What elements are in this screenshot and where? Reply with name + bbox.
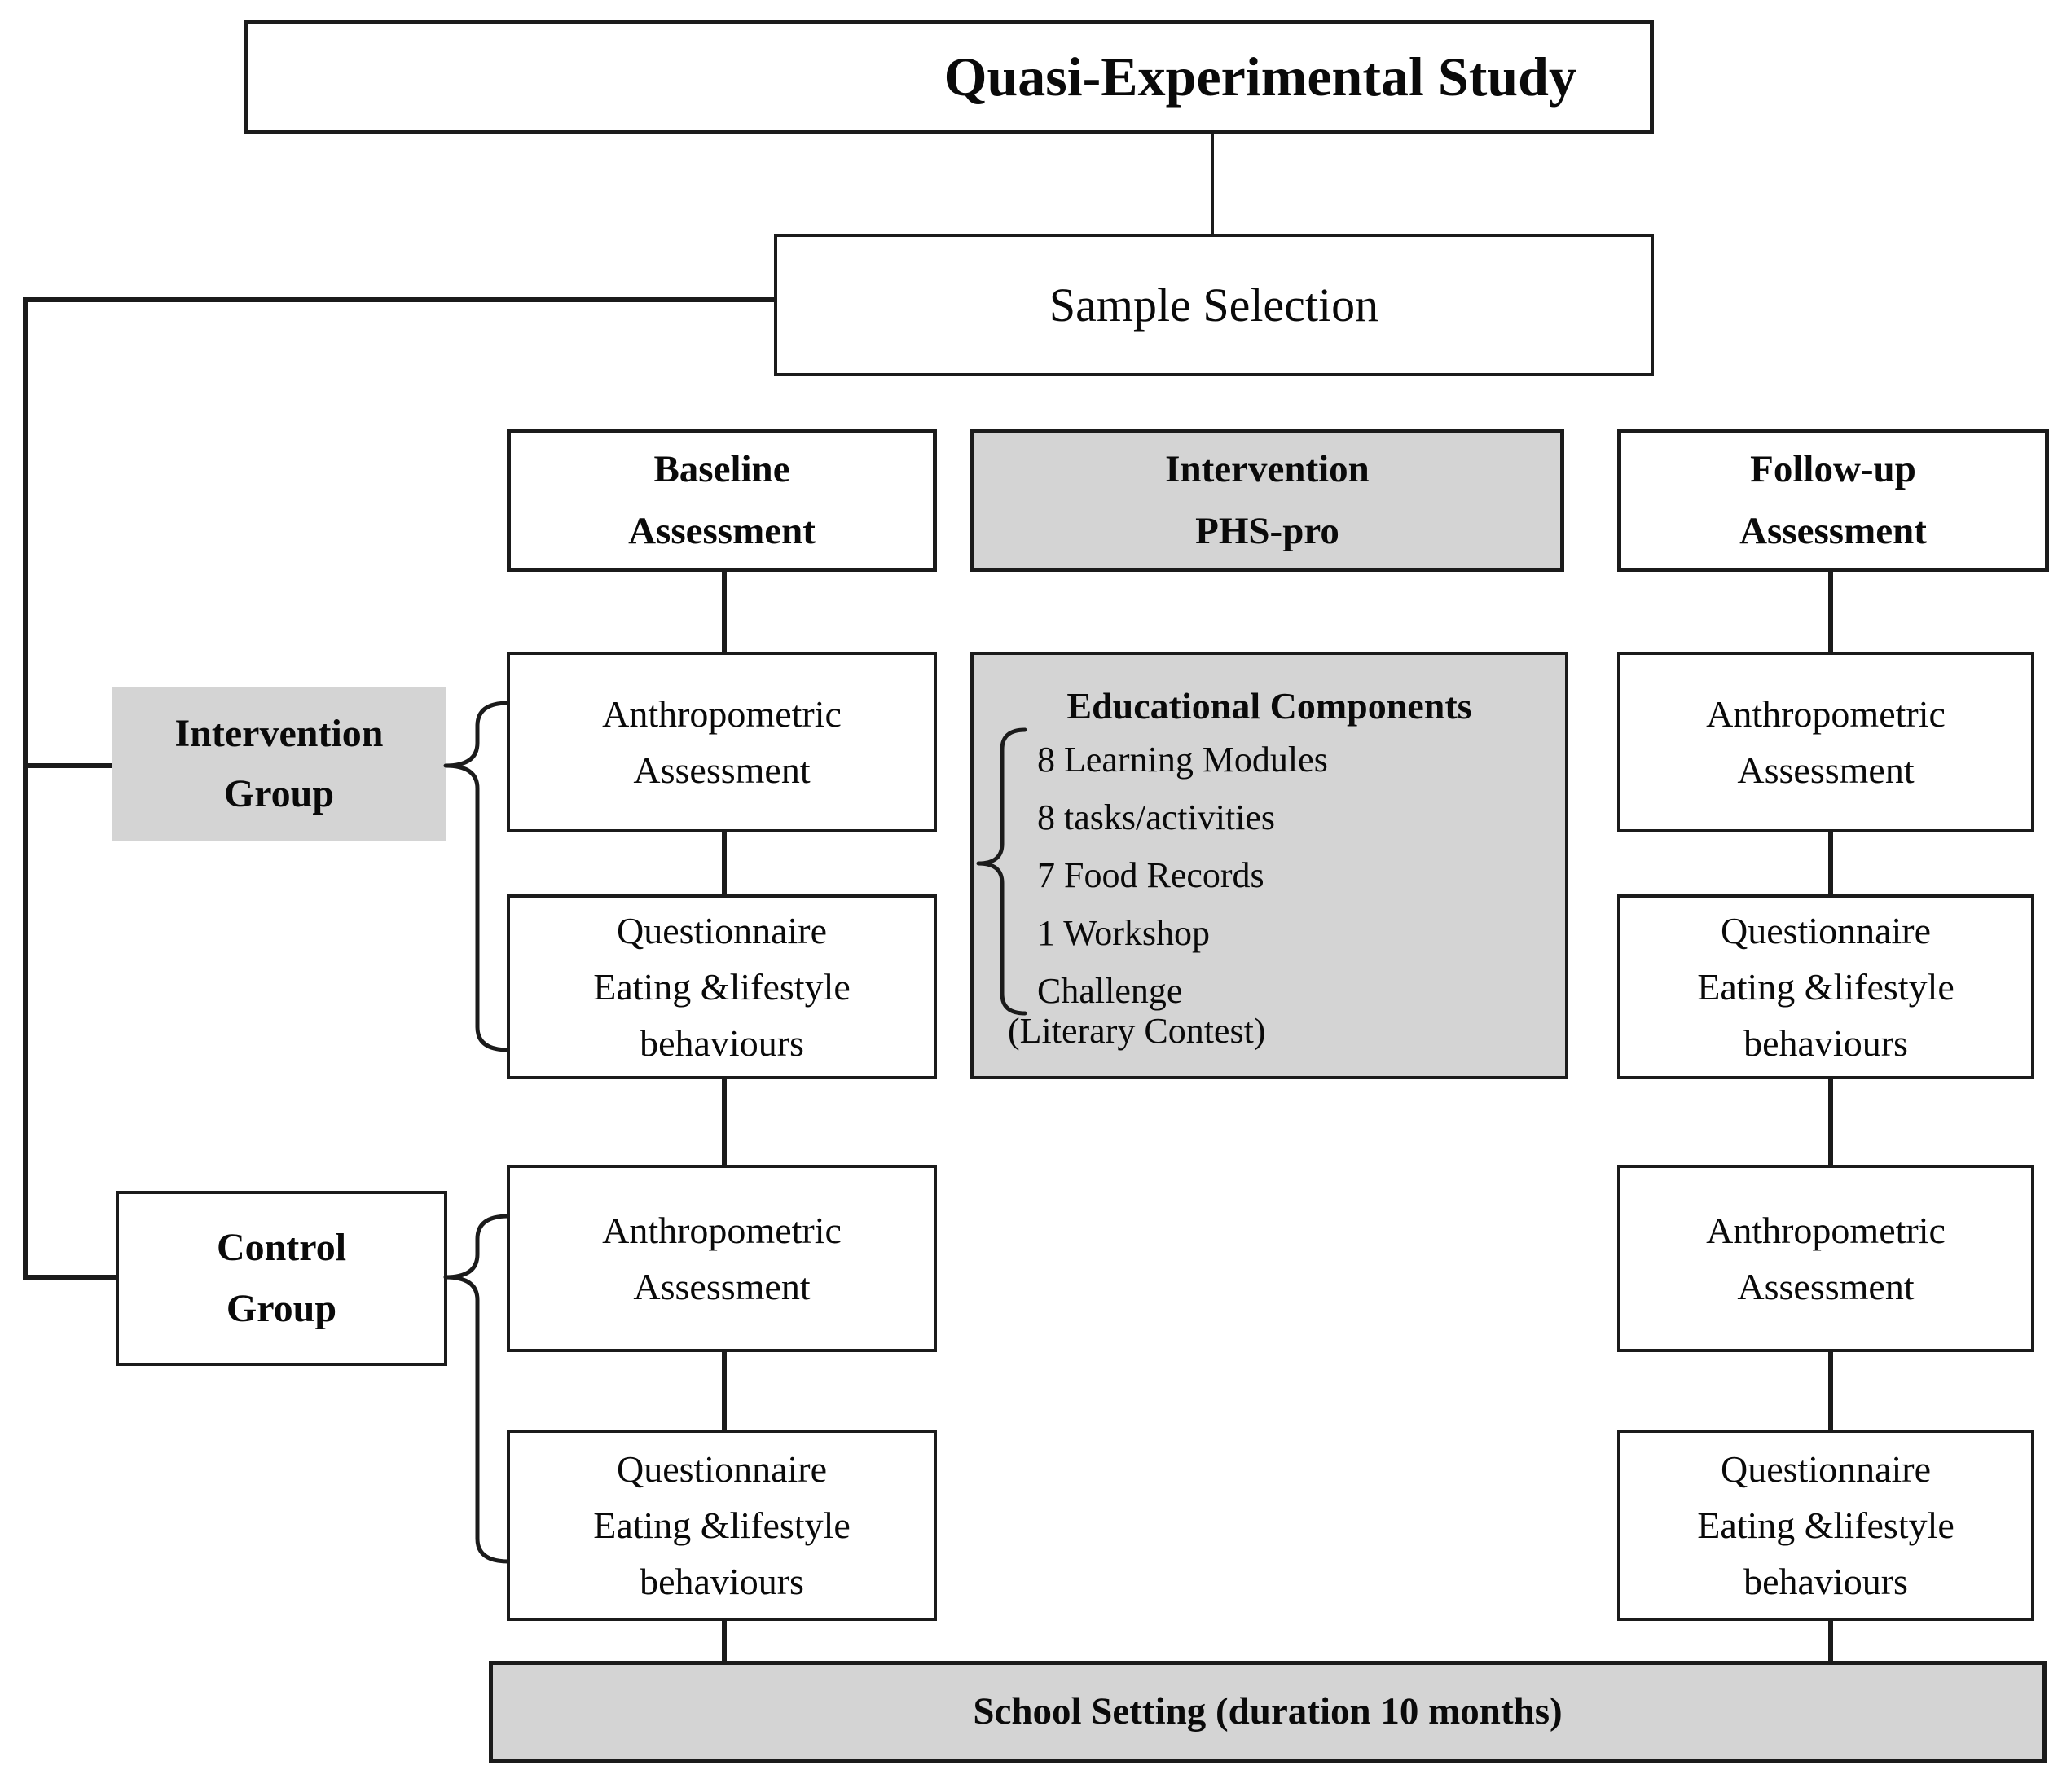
control-group-line2: Group	[226, 1286, 337, 1330]
quest-line1: Questionnaire	[616, 910, 828, 951]
connector-left-anthro1-to-quest1	[722, 832, 727, 896]
quest-line2: Eating &lifestyle	[593, 966, 851, 1008]
followup-header-line2: Assessment	[1739, 509, 1927, 552]
control-group-brace-icon	[443, 1214, 511, 1564]
baseline-assessment-header: Baseline Assessment	[507, 429, 937, 572]
anthro-line2: Assessment	[1737, 749, 1915, 791]
baseline-header-line2: Assessment	[628, 509, 816, 552]
baseline-anthropometric-box-control: Anthropometric Assessment	[507, 1165, 937, 1352]
control-group-line1: Control	[216, 1226, 347, 1270]
sample-selection-box: Sample Selection	[774, 234, 1654, 376]
baseline-anthropometric-box-intervention: Anthropometric Assessment	[507, 652, 937, 832]
connector-followup-header-to-anthro	[1828, 572, 1833, 653]
quest-line3: behaviours	[640, 1022, 804, 1064]
sample-selection-label: Sample Selection	[1049, 279, 1379, 332]
educational-item: 7 Food Records	[1037, 854, 1264, 895]
followup-anthropometric-box-control: Anthropometric Assessment	[1617, 1165, 2034, 1352]
educational-item: Challenge	[1037, 970, 1183, 1011]
quest-line2: Eating &lifestyle	[593, 1504, 851, 1546]
connector-right-anthro1-to-quest1	[1828, 832, 1833, 896]
intervention-group-line2: Group	[223, 772, 335, 815]
quest-line1: Questionnaire	[1720, 1448, 1932, 1490]
connector-rail-to-intervention-group	[23, 763, 114, 768]
connector-rail-to-control-group	[23, 1275, 119, 1280]
educational-items-brace-icon	[976, 727, 1027, 1016]
school-setting-bar: School Setting (duration 10 months)	[489, 1661, 2047, 1763]
control-group-box: Control Group	[116, 1191, 447, 1366]
educational-components-heading: Educational Components	[1066, 685, 1472, 727]
intervention-group-line1: Intervention	[174, 711, 384, 755]
follow-up-assessment-header: Follow-up Assessment	[1617, 429, 2049, 572]
followup-questionnaire-box-intervention: Questionnaire Eating &lifestyle behaviou…	[1617, 894, 2034, 1079]
quest-line3: behaviours	[1743, 1561, 1908, 1602]
followup-header-line1: Follow-up	[1750, 448, 1916, 491]
quest-line2: Eating &lifestyle	[1697, 966, 1954, 1008]
connector-baseline-header-to-anthro	[722, 572, 727, 653]
followup-questionnaire-box-control: Questionnaire Eating &lifestyle behaviou…	[1617, 1430, 2034, 1621]
educational-footnote: (Literary Contest)	[1008, 1011, 1266, 1051]
anthro-line1: Anthropometric	[1706, 1210, 1946, 1251]
intervention-group-brace-icon	[443, 701, 511, 1052]
connector-title-to-sample	[1211, 133, 1214, 235]
connector-left-quest1-to-anthro2	[722, 1079, 727, 1166]
followup-anthropometric-box-intervention: Anthropometric Assessment	[1617, 652, 2034, 832]
quest-line2: Eating &lifestyle	[1697, 1504, 1954, 1546]
educational-item: 8 Learning Modules	[1037, 739, 1328, 780]
educational-components-box: Educational Components 8 Learning Module…	[970, 652, 1568, 1079]
intervention-group-box: Intervention Group	[112, 687, 446, 841]
baseline-questionnaire-box-control: Questionnaire Eating &lifestyle behaviou…	[507, 1430, 937, 1621]
quest-line3: behaviours	[640, 1561, 804, 1602]
intervention-header-line1: Intervention	[1165, 448, 1370, 491]
educational-item: 8 tasks/activities	[1037, 797, 1276, 837]
connector-left-rail	[23, 297, 28, 1280]
quest-line1: Questionnaire	[616, 1448, 828, 1490]
anthro-line1: Anthropometric	[1706, 693, 1946, 735]
anthro-line2: Assessment	[633, 749, 811, 791]
connector-sample-left-branch	[23, 297, 776, 302]
connector-right-anthro2-to-quest2	[1828, 1352, 1833, 1431]
connector-right-quest2-to-school	[1828, 1621, 1833, 1662]
intervention-header-line2: PHS-pro	[1195, 509, 1339, 552]
educational-item: 1 Workshop	[1037, 912, 1210, 953]
title-label: Quasi-Experimental Study	[943, 46, 1576, 108]
school-setting-label: School Setting (duration 10 months)	[973, 1690, 1563, 1733]
baseline-questionnaire-box-intervention: Questionnaire Eating &lifestyle behaviou…	[507, 894, 937, 1079]
connector-right-quest1-to-anthro2	[1828, 1079, 1833, 1166]
quest-line3: behaviours	[1743, 1022, 1908, 1064]
anthro-line2: Assessment	[1737, 1266, 1915, 1307]
baseline-header-line1: Baseline	[653, 448, 790, 491]
title-box: Quasi-Experimental Study	[244, 20, 1654, 134]
connector-left-anthro2-to-quest2	[722, 1352, 727, 1431]
connector-left-quest2-to-school	[722, 1621, 727, 1662]
intervention-phs-pro-header: Intervention PHS-pro	[970, 429, 1564, 572]
anthro-line2: Assessment	[633, 1266, 811, 1307]
anthro-line1: Anthropometric	[602, 693, 842, 735]
quest-line1: Questionnaire	[1720, 910, 1932, 951]
anthro-line1: Anthropometric	[602, 1210, 842, 1251]
